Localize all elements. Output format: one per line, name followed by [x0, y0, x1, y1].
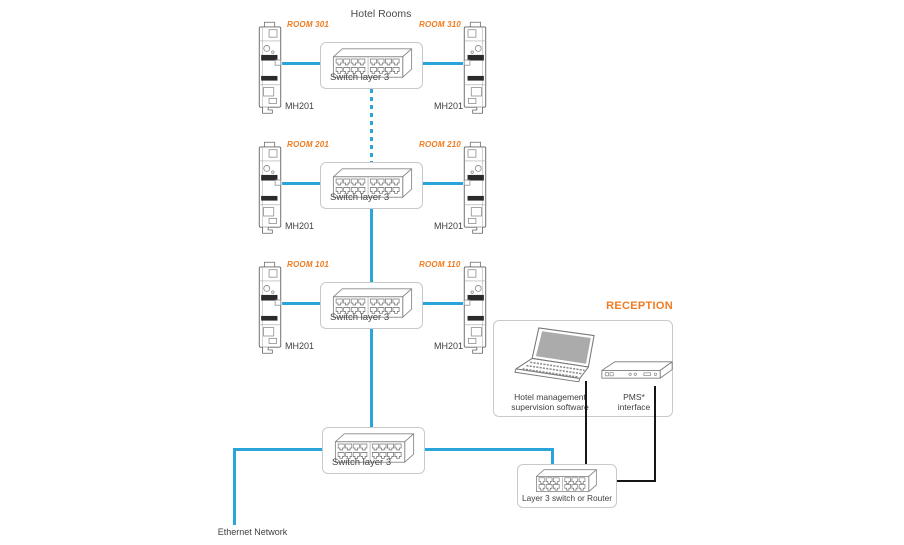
floor-row-2: ROOM 201 ROOM 210 MH201 MH201 Switch lay…	[0, 140, 904, 252]
link-line-left	[282, 182, 320, 185]
ethernet-network-label: Ethernet Network	[217, 527, 288, 537]
pms-caption: PMS* interface	[602, 392, 666, 413]
floor-row-1: ROOM 101 ROOM 110 MH201 MH201 Switch lay…	[0, 260, 904, 372]
pms-cable-vertical	[654, 386, 656, 482]
room-label-right: ROOM 210	[419, 140, 462, 149]
floor-switch: Switch layer 3	[320, 42, 423, 89]
din-module-icon-left	[256, 260, 284, 356]
din-module-icon-right	[461, 140, 489, 236]
device-model-left: MH201	[285, 341, 315, 351]
trunk-line-dashed	[370, 89, 373, 162]
router-label: Layer 3 switch or Router	[522, 493, 612, 503]
din-module-icon-right	[461, 20, 489, 116]
laptop-caption-line1: Hotel management	[514, 392, 586, 402]
router-line-horizontal	[425, 448, 554, 451]
pms-caption-line1: PMS*	[623, 392, 645, 402]
laptop-caption-line2: supervision software	[511, 402, 589, 413]
din-module-icon-left	[256, 20, 284, 116]
pms-caption-line2: interface	[617, 402, 651, 413]
link-line-left	[282, 62, 320, 65]
device-model-left: MH201	[285, 221, 315, 231]
floor-switch: Switch layer 3	[320, 162, 423, 209]
device-model-right: MH201	[434, 341, 464, 351]
link-line-right	[423, 62, 463, 65]
router-line-vertical	[551, 448, 554, 466]
switch-label: Switch layer 3	[330, 192, 390, 203]
device-model-right: MH201	[434, 101, 464, 111]
router-switch-icon	[532, 468, 600, 495]
pms-interface-icon	[601, 361, 673, 385]
laptop-cable	[585, 381, 587, 465]
device-model-right: MH201	[434, 221, 464, 231]
pms-cable-horizontal	[616, 480, 656, 482]
reception-panel: Hotel management supervision software PM…	[493, 320, 673, 417]
ethernet-line-horizontal	[233, 448, 322, 451]
laptop-icon	[507, 327, 603, 388]
trunk-line-lower	[370, 329, 373, 427]
floor-switch: Switch layer 3	[320, 282, 423, 329]
ethernet-line-vertical	[233, 448, 236, 525]
din-module-icon-left	[256, 140, 284, 236]
trunk-line-upper	[370, 209, 373, 282]
din-module-icon-right	[461, 260, 489, 356]
switch-label: Switch layer 3	[332, 457, 392, 468]
page-title: Hotel Rooms	[350, 8, 412, 20]
device-model-left: MH201	[285, 101, 315, 111]
laptop-caption: Hotel management supervision software	[494, 392, 606, 413]
room-label-left: ROOM 301	[287, 20, 330, 29]
router-panel: Layer 3 switch or Router	[517, 464, 617, 508]
switch-label: Switch layer 3	[330, 72, 390, 83]
room-label-right: ROOM 110	[419, 260, 461, 269]
room-label-right: ROOM 310	[419, 20, 462, 29]
backbone-switch: Switch layer 3	[322, 427, 425, 474]
reception-title: RECEPTION	[606, 300, 673, 312]
room-label-left: ROOM 101	[287, 260, 330, 269]
link-line-left	[282, 302, 320, 305]
floor-row-3: ROOM 301 ROOM 310 MH201 MH201 Switch lay…	[0, 20, 904, 132]
switch-label: Switch layer 3	[330, 312, 390, 323]
link-line-right	[423, 302, 463, 305]
room-label-left: ROOM 201	[287, 140, 330, 149]
link-line-right	[423, 182, 463, 185]
